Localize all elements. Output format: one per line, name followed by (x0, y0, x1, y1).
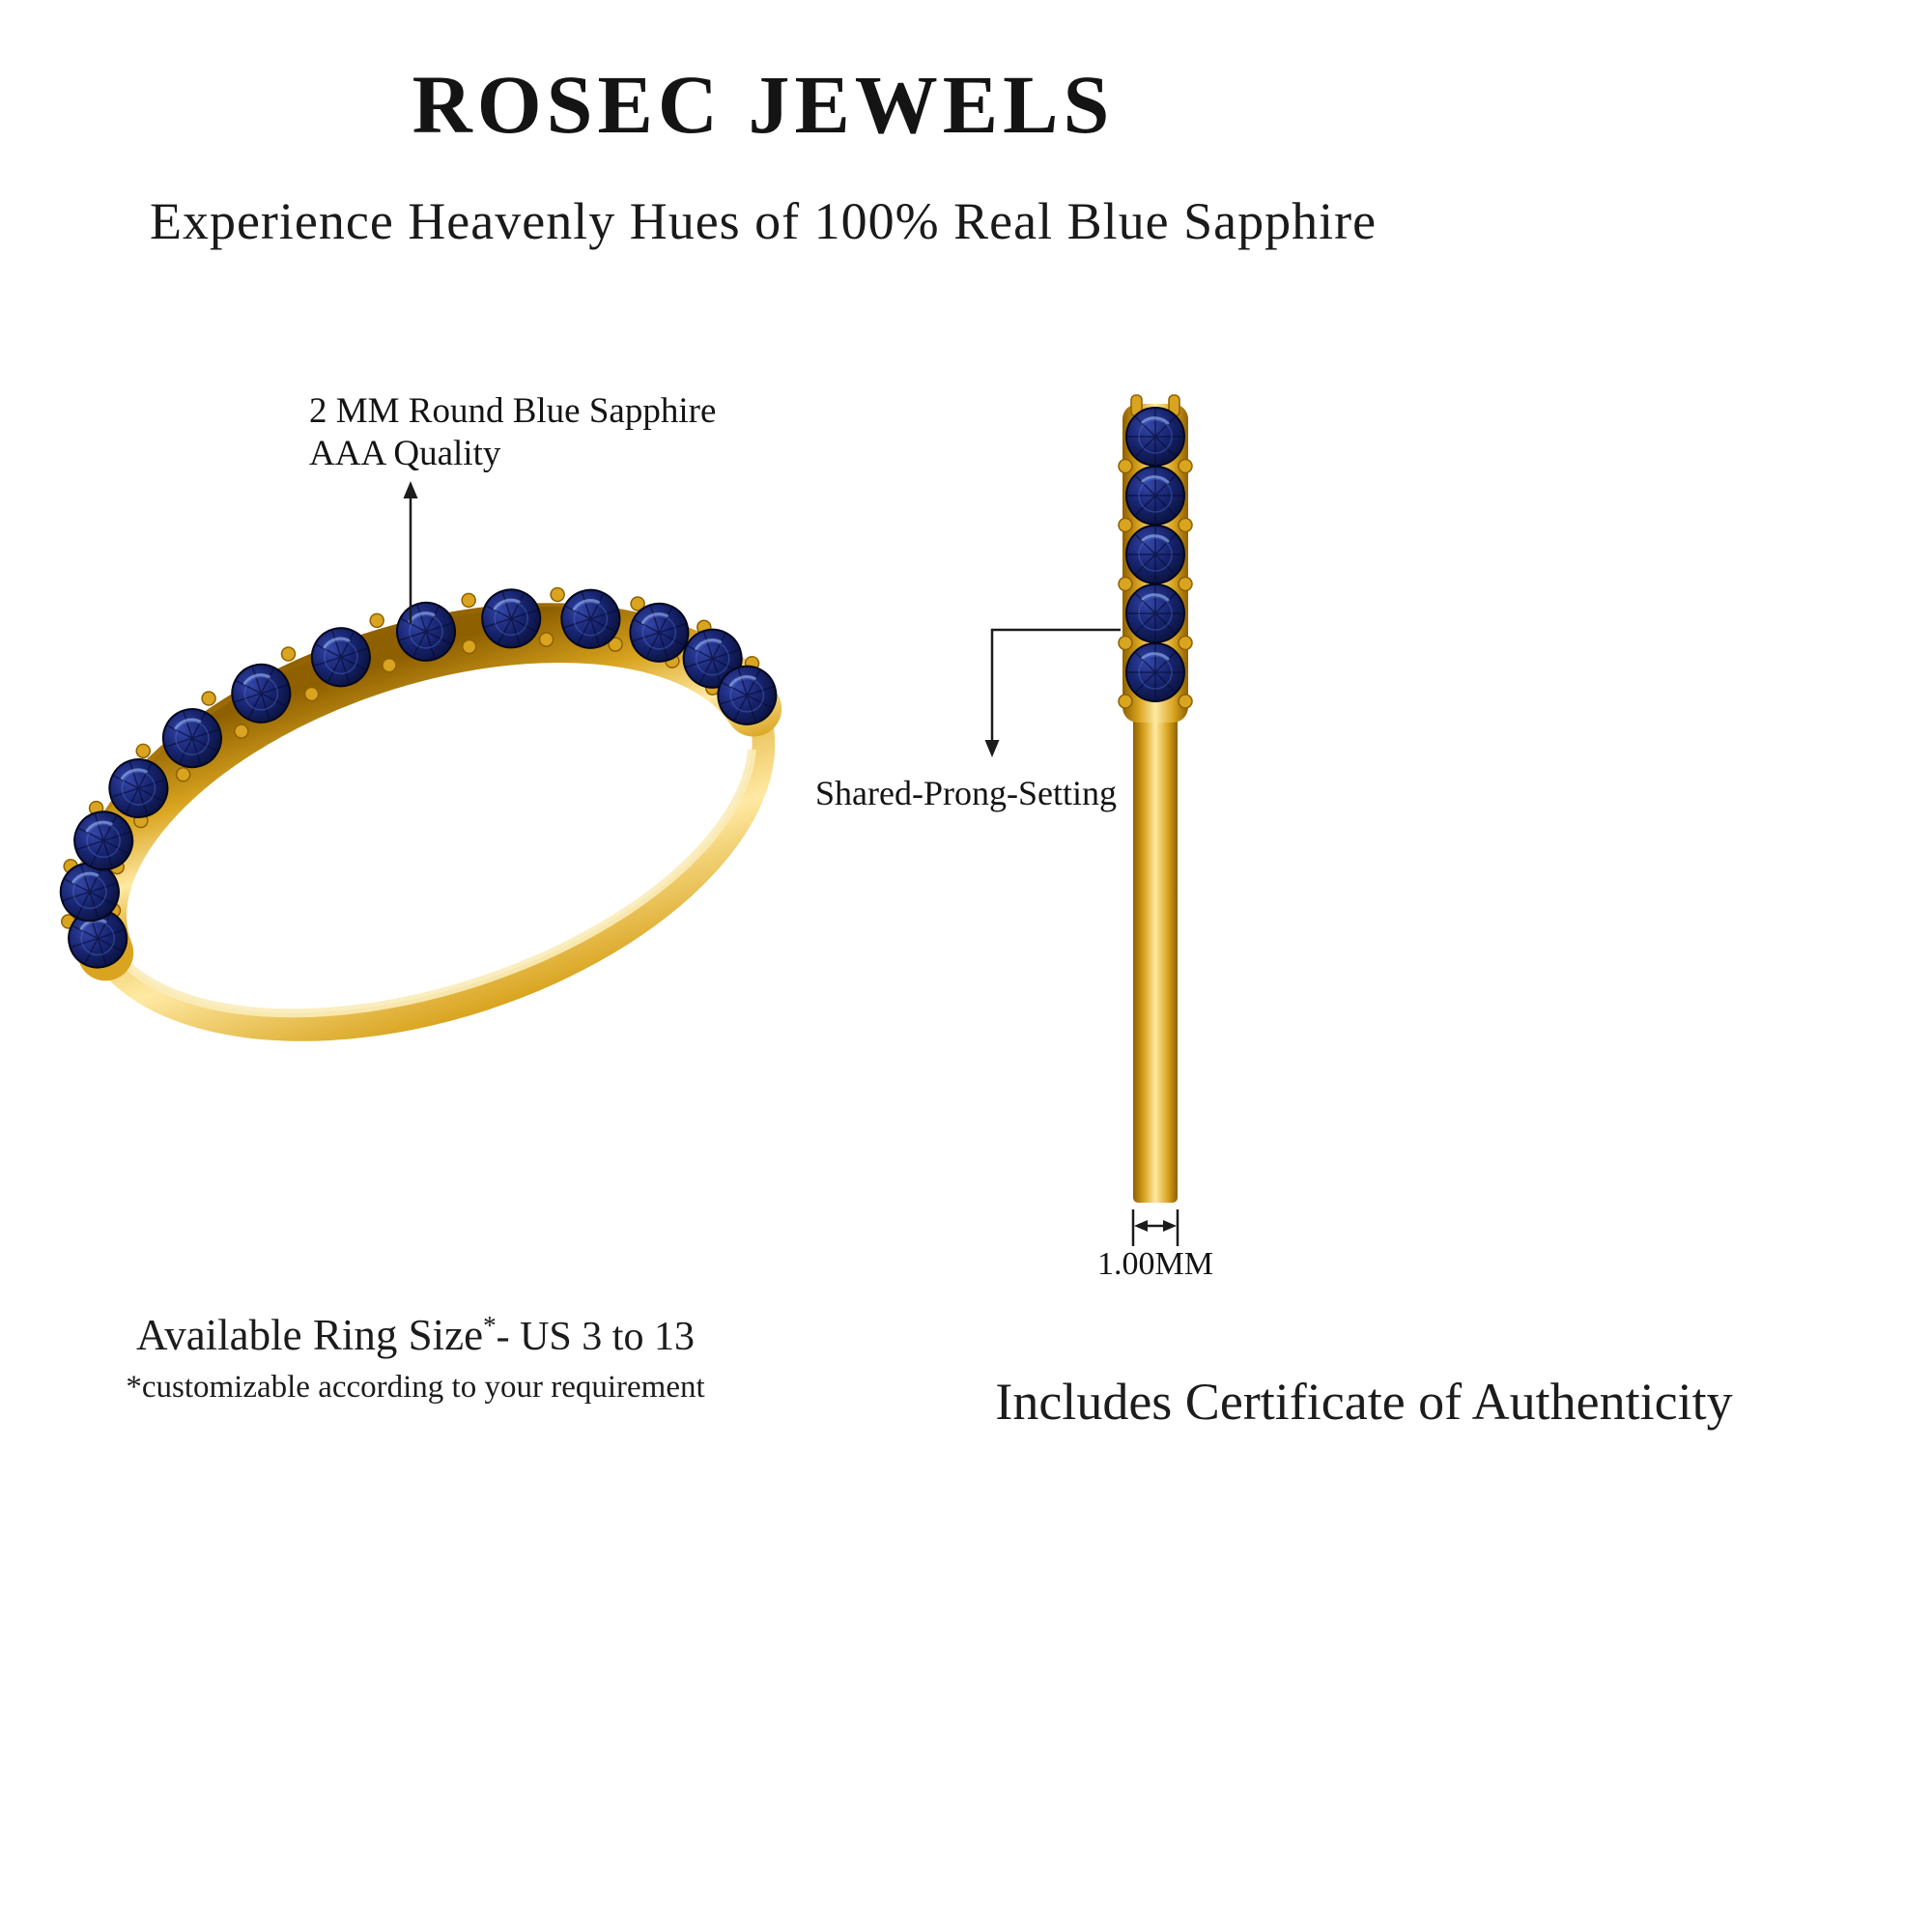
header: ROSEC JEWELS Experience Heavenly Hues of… (0, 56, 1526, 251)
ring-inner-sheen (114, 749, 756, 1018)
setting-annotation: Shared-Prong-Setting (815, 774, 1117, 812)
down-arrow-icon (984, 740, 1000, 757)
certificate-note: Includes Certificate of Authenticity (995, 1373, 1733, 1431)
stone-annotation-line1: 2 MM Round Blue Sapphire (309, 391, 717, 431)
brand-title: ROSEC JEWELS (412, 58, 1115, 151)
left-arrow-icon (1134, 1220, 1148, 1232)
side-band (1133, 710, 1178, 1203)
right-arrow-icon (1163, 1220, 1177, 1232)
width-measure (1131, 1209, 1179, 1246)
ring-size-range: - US 3 to 13 (496, 1315, 695, 1359)
ring-size-label: Available Ring Size (136, 1311, 484, 1359)
sapphire-stones-top (51, 581, 785, 977)
ring-top-view (51, 581, 785, 1041)
ring-size-line: Available Ring Size*- US 3 to 13 (77, 1310, 753, 1360)
sapphire-stones-side (1118, 406, 1193, 709)
stone-annotation-line2: AAA Quality (309, 433, 501, 473)
stone-annotation: 2 MM Round Blue Sapphire AAA Quality (309, 390, 716, 474)
up-arrow-icon (403, 481, 418, 498)
stone-leader (403, 481, 418, 623)
leader-line (990, 628, 1121, 742)
ring-size-block: Available Ring Size*- US 3 to 13 *custom… (77, 1310, 753, 1406)
ring-side-view (1118, 394, 1193, 1203)
band-width-annotation: 1.00MM (1097, 1246, 1213, 1282)
customizable-note: *customizable according to your requirem… (126, 1370, 705, 1405)
setting-leader (984, 628, 1121, 757)
ring-size-asterisk: * (483, 1311, 497, 1340)
tagline: Experience Heavenly Hues of 100% Real Bl… (149, 192, 1378, 250)
